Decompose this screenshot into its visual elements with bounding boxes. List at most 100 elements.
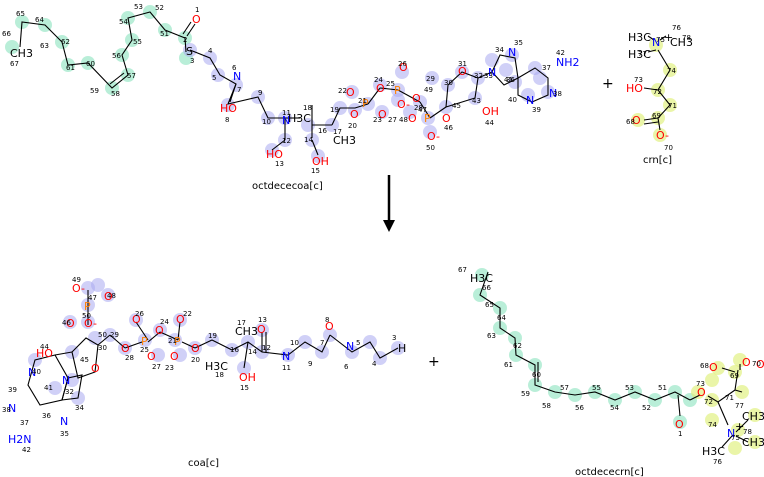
atom-index: 45 [80,356,89,364]
atom-index: 50 [98,331,107,339]
crn-bonds [643,35,671,131]
atom-index: 63 [40,42,49,50]
atom-index: 60 [532,371,541,379]
atom-o: O [376,82,385,95]
atom-ch3: CH3 [742,410,764,423]
atom-charge: + [735,420,744,433]
atom-index: 57 [560,384,569,392]
atom-index: 34 [75,404,84,412]
atom-index: 43 [472,97,481,105]
atom-index: 9 [258,89,262,97]
atom-index: 11 [282,364,291,372]
atom-o: O [399,61,408,74]
atom-index: 40 [32,368,41,376]
atom-o: O [121,342,130,355]
molecule-label-crn: crn[c] [643,155,672,166]
atom-index: 51 [658,384,667,392]
atom-o-minus: O- [656,129,669,142]
atom-o: O [709,361,718,374]
atom-index: 66 [482,284,491,292]
atom-index: 56 [575,404,584,412]
atom-index: 5 [356,339,360,347]
atom-index: 6 [232,64,237,72]
atom-index: 29 [426,75,435,83]
atom-index: 44 [485,119,494,127]
plus-operator: + [428,354,440,370]
crn-atoms: H3C N + CH3 H3C HO O O- [626,31,693,142]
atom-index: 20 [191,356,200,364]
atom-ch3: CH3 [333,134,356,147]
atom-oh: OH [239,371,256,384]
atom-oh: OH [482,105,499,118]
atom-o: O [742,356,751,369]
atom-index: 38 [553,90,562,98]
atom-ho: HO [220,102,237,115]
atom-ch3: CH3 [670,36,693,49]
atom-index: 72 [653,88,662,96]
atom-index: 16 [230,346,239,354]
atom-index: 66 [2,30,11,38]
atom-h3c: H3C [470,272,493,285]
atom-o: O [675,418,684,431]
atom-o-minus: O- [72,282,85,295]
atom-index: 41 [504,76,513,84]
atom-o: O [257,323,266,336]
atom-h2n: H2N [8,433,32,446]
atom-o: O [176,313,185,326]
atom-index: 30 [444,79,453,87]
atom-o: O [378,108,387,121]
atom-index: 65 [16,10,25,18]
atom-index: 18 [215,371,224,379]
atom-index: 36 [506,76,515,84]
atom-o: O [408,112,417,125]
atom-index: 31 [458,60,467,68]
atom-index: 16 [318,127,327,135]
atom-index: 20 [348,122,357,130]
atom-index: 61 [66,64,75,72]
atom-o: O [91,362,100,375]
atom-index: 1 [195,6,199,14]
atom-index: 57 [127,72,136,80]
coa-bonds [27,290,399,406]
atom-index: 7 [237,86,241,94]
atom-index: 21 [358,97,367,105]
atom-index: 7 [320,339,324,347]
atom-index: 17 [333,128,342,136]
atom-index: 73 [696,380,705,388]
atom-index: 67 [10,60,19,68]
atom-index: 10 [290,339,299,347]
atom-index: 26 [398,60,407,68]
atom-index: 2 [183,36,187,44]
coa-atoms: O- P O O O- HO O O P O O O P O O O CH3 H… [8,282,406,446]
atom-o: O [350,108,359,121]
atom-h3c: H3C [205,360,228,373]
octdececrn-carnitine-highlight [691,353,762,455]
atom-p: P [174,335,181,348]
atom-index: 42 [556,49,565,57]
atom-index: 25 [140,346,149,354]
atom-index: 48 [399,116,408,124]
octdececoa-atoms: CH3 O S N HO N H3C CH3 HO OH O O P O P O… [10,13,580,168]
atom-index: 75 [731,434,740,442]
atom-index: 64 [497,314,506,322]
octdececoa-bonds [19,11,549,156]
atom-index: 10 [262,118,271,126]
atom-index: 23 [373,116,382,124]
atom-index: 68 [700,362,709,370]
atom-index: 38 [2,406,11,414]
atom-o-minus: O- [84,317,97,330]
atom-index: 13 [258,316,267,324]
atom-o: O [191,342,200,355]
atom-index: 61 [504,361,513,369]
molecule-octdececoa: CH3 O S N HO N H3C CH3 HO OH O O P O P O… [2,3,580,192]
atom-index: 70 [752,360,761,368]
atom-index: 3 [190,57,194,65]
atom-n: N [526,94,534,107]
atom-index: 4 [372,360,377,368]
atom-index: 28 [125,354,134,362]
atom-o-minus: O- [427,130,440,143]
atom-p: P [84,300,91,313]
molecule-coa: O- P O O O- HO O O P O O O P O O O CH3 H… [2,276,406,469]
atom-o: O [632,114,641,127]
atom-o: O [132,313,141,326]
